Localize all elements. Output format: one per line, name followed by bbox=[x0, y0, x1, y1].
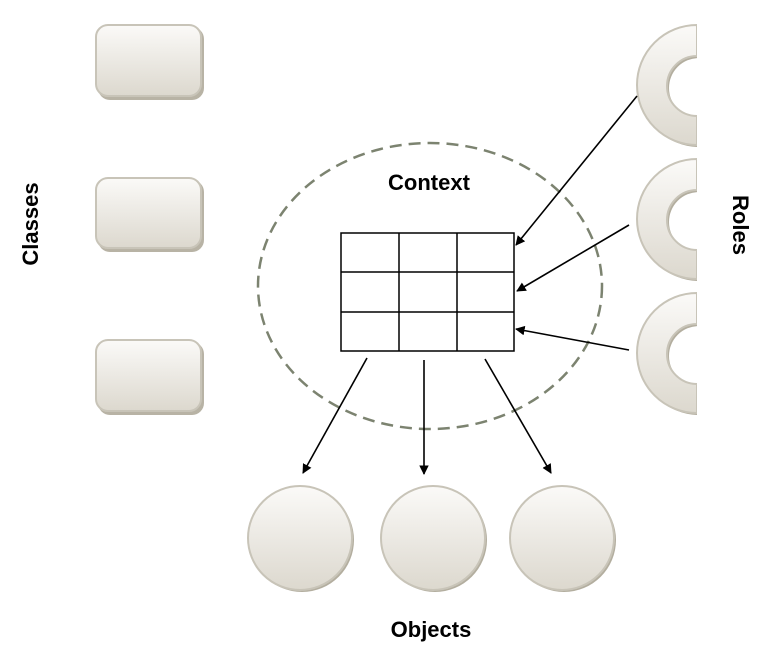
classes-label: Classes bbox=[18, 182, 43, 265]
object-arrow bbox=[302, 357, 368, 474]
class-box bbox=[95, 24, 204, 100]
context-table bbox=[340, 232, 515, 352]
role-shape bbox=[636, 157, 697, 281]
objects-label: Objects bbox=[391, 617, 472, 642]
context-label: Context bbox=[388, 170, 471, 195]
role-shape bbox=[636, 23, 697, 147]
role-arrow bbox=[515, 325, 630, 351]
context-boundary bbox=[256, 141, 604, 431]
class-box bbox=[95, 177, 204, 252]
roles-label: Roles bbox=[728, 195, 753, 255]
role-arrow bbox=[515, 95, 638, 246]
class-box bbox=[95, 339, 204, 415]
object-circle bbox=[509, 485, 616, 592]
role-arrow bbox=[516, 224, 630, 292]
role-shape bbox=[636, 291, 697, 415]
object-circle bbox=[380, 485, 487, 592]
object-arrow bbox=[484, 358, 552, 474]
object-circle bbox=[247, 485, 354, 592]
